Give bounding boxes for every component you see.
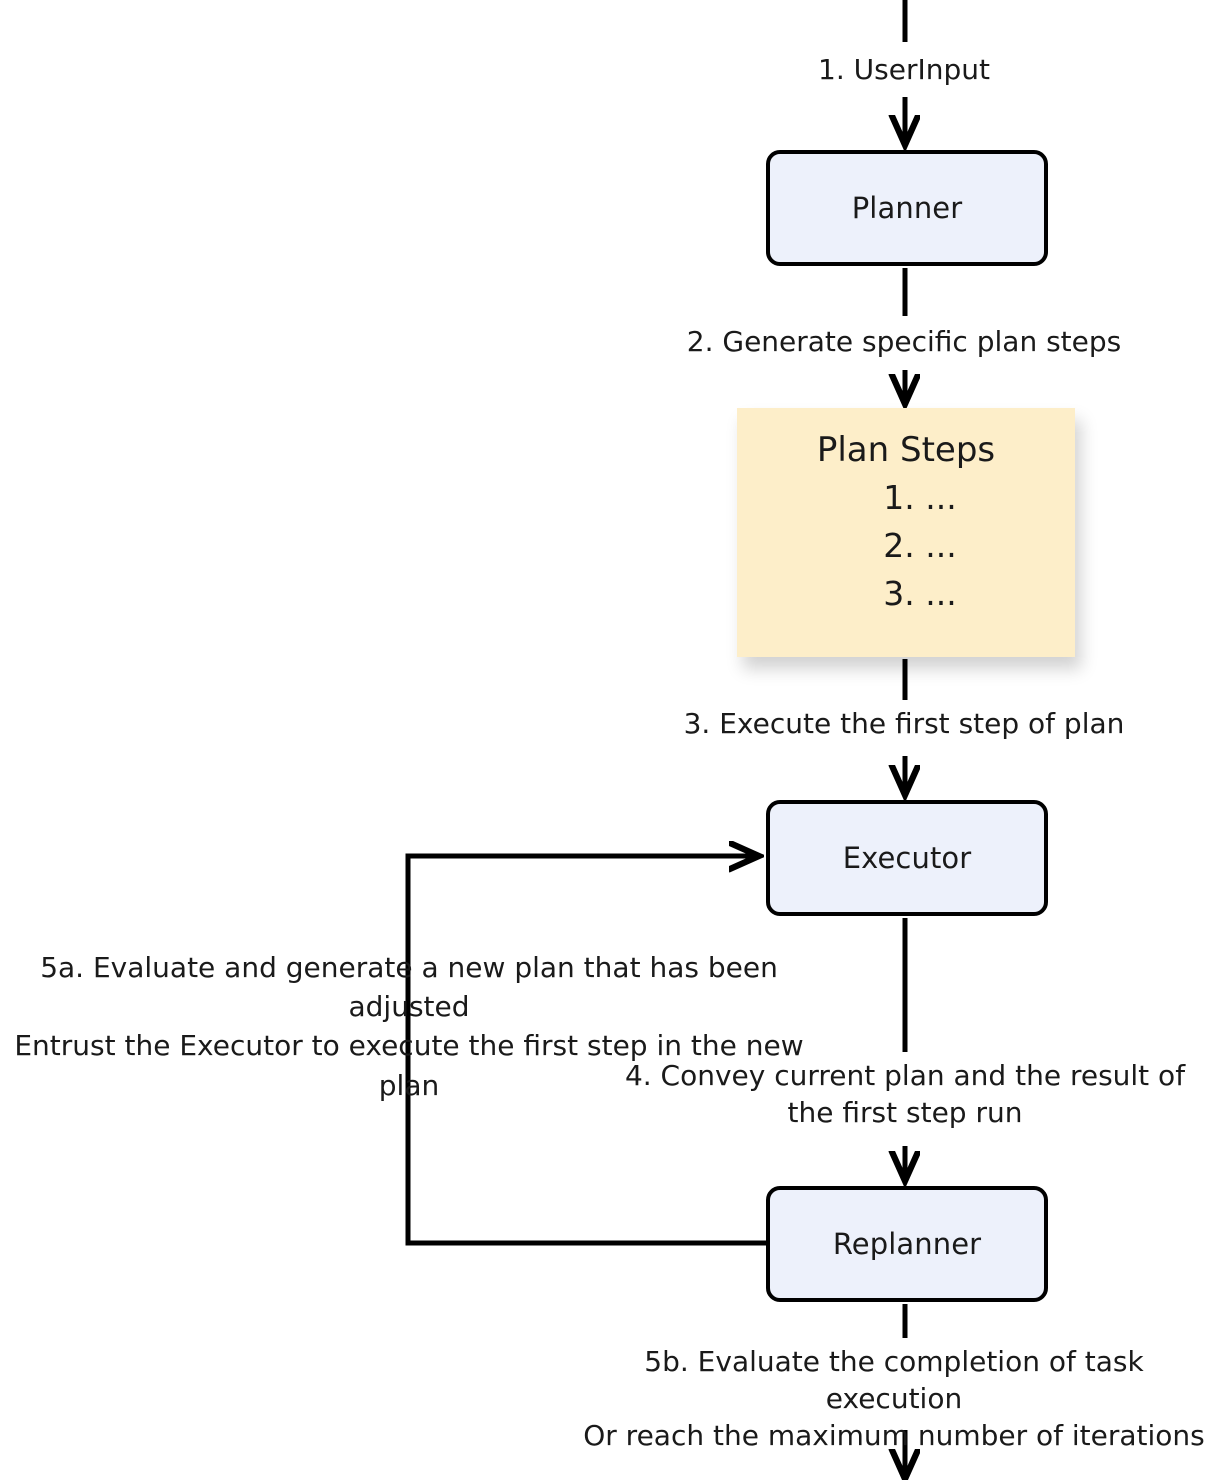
edge-label-step1: 1. UserInput <box>818 53 990 86</box>
edge-label-step2: 2. Generate specific plan steps <box>686 325 1122 358</box>
node-replanner[interactable]: Replanner <box>766 1186 1048 1302</box>
plan-steps-title: Plan Steps <box>816 430 996 470</box>
edge-label-step5a: 5a. Evaluate and generate a new plan tha… <box>14 951 804 1102</box>
plan-steps-item-1: 1. ... <box>883 478 957 518</box>
edge-label-step5b: 5b. Evaluate the completion of task exec… <box>583 1345 1205 1452</box>
plan-steps-item-2: 2. ... <box>883 525 957 565</box>
node-planner[interactable]: Planner <box>766 150 1048 266</box>
edge-label-step4: 4. Convey current plan and the result of… <box>624 1059 1186 1129</box>
edge-label-step3: 3. Execute the first step of plan <box>683 707 1125 740</box>
node-plan-steps[interactable]: Plan Steps 1. ... 2. ... 3. ... <box>737 408 1075 657</box>
node-executor[interactable]: Executor <box>766 800 1048 916</box>
plan-steps-item-3: 3. ... <box>883 573 957 613</box>
